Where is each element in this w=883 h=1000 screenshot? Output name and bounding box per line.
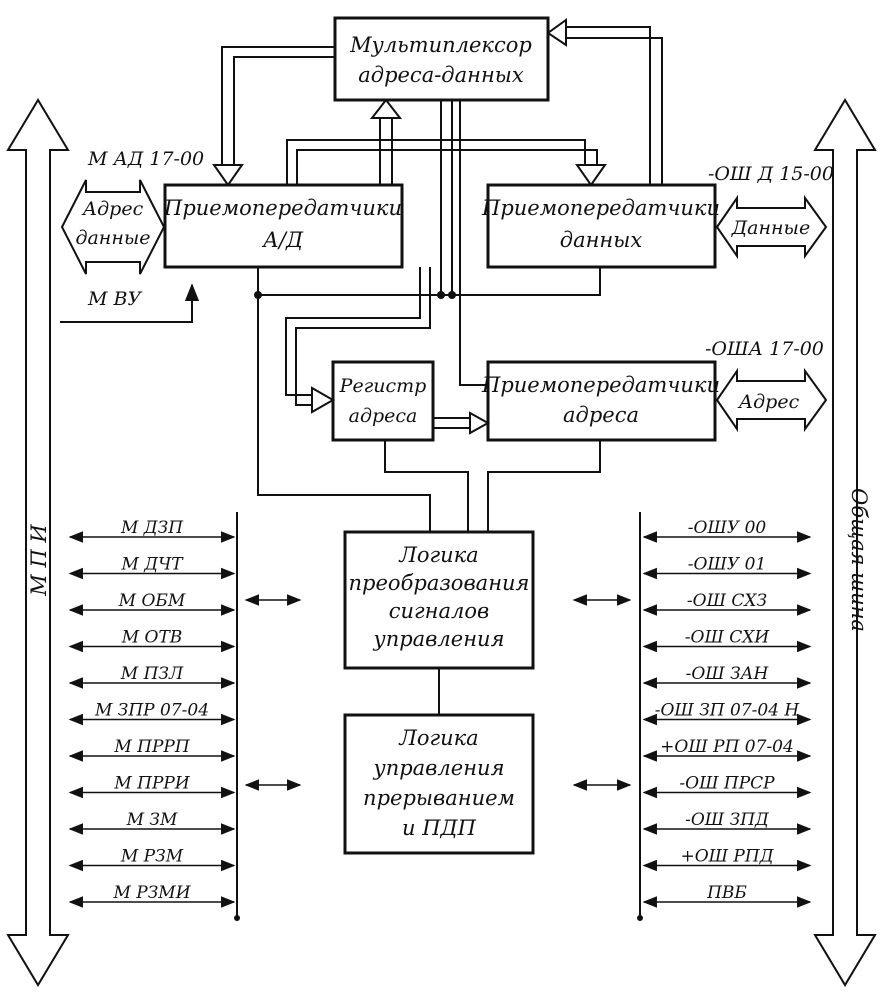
address-transceivers-label-2: адреса (563, 403, 639, 427)
common-bus-signal-label: +ОШ РПД (680, 847, 774, 867)
mpi-signal-label: М ЗМ (126, 810, 178, 830)
ad-to-register-path (285, 267, 431, 414)
vu-label: М ВУ (87, 288, 142, 310)
address-register-label-1: Регистр (339, 375, 427, 397)
mpi-signal-label: М ПРРП (113, 737, 191, 757)
signal-logic-label-3: сигналов (389, 599, 490, 623)
mux-label-1: Мультиплексор (349, 33, 532, 57)
common-bus-signal-label: -ОШ СХИ (685, 628, 771, 648)
ad-transceivers-label-2: А/Д (261, 228, 304, 252)
mpi-signal-label: М ПЗЛ (120, 664, 184, 684)
common-bus-signal-label: -ОШУ 00 (688, 518, 767, 538)
left-signal-list: М ДЗП М ДЧТ М ОБМ М ОТВ М ПЗЛ М ЗПР 07-04 М ПР… (68, 518, 236, 908)
mux-vertical-bus (440, 100, 488, 386)
right-signal-list: -ОШУ 00 -ОШУ 01 -ОШ СХЗ -ОШ СХИ -ОШ ЗАН -ОШ З… (642, 518, 812, 908)
mux-to-data-path (286, 139, 607, 187)
common-bus-arrow: Общая шина (813, 98, 877, 987)
mpi-signal-label: М ПРРИ (113, 774, 191, 794)
interrupt-logic-label-2: управления (373, 756, 505, 780)
interrupt-logic-label-1: Логика (398, 726, 478, 750)
control-wires (257, 295, 601, 715)
vu-line: М ВУ (60, 283, 200, 323)
common-bus-signal-label: -ОШ ЗАН (686, 664, 770, 684)
left-ad-label: М АД 17-00 (87, 148, 204, 170)
control-signal-conversion-logic: Логика преобразования сигналов управлени… (343, 530, 535, 670)
mpi-signal-label: М ДЧТ (120, 555, 184, 575)
right-data-arrow: -ОШ Д 15-00 Данные (708, 163, 834, 260)
transceivers-bus-line (254, 267, 601, 299)
data-transceivers-block: Приемопередатчики данных (481, 183, 720, 269)
common-bus-signal-label: -ОШ ПРСР (679, 774, 775, 794)
register-to-address-path (433, 411, 491, 435)
address-transceivers-label-1: Приемопередатчики (481, 373, 720, 397)
address-register-label-2: адреса (349, 405, 418, 427)
interrupt-dma-control-logic: Логика управления прерыванием и ПДП (343, 713, 535, 855)
left-ad-arrow-label-2: данные (75, 227, 150, 249)
common-bus-signal-label: +ОШ РП 07-04 (660, 737, 794, 757)
data-transceivers-label-2: данных (560, 228, 643, 252)
common-bus-signal-label: -ОШ СХЗ (687, 591, 767, 611)
left-ad-arrow-label-1: Адрес (81, 198, 144, 220)
mpi-signal-label: М ДЗП (120, 518, 184, 538)
mpi-signal-label: М ЗПР 07-04 (94, 701, 209, 721)
mpi-signal-label: М РЗМИ (112, 883, 191, 903)
data-to-mux-path (546, 18, 663, 185)
mux-label-2: адреса-данных (358, 63, 524, 87)
ad-transceivers-block: Приемопередатчики А/Д (163, 183, 404, 269)
mpi-bus-label: М П И (27, 524, 51, 597)
interrupt-logic-label-3: прерыванием (363, 786, 515, 810)
common-bus-label: Общая шина (847, 488, 871, 632)
data-transceivers-label-1: Приемопередатчики (481, 196, 720, 220)
right-data-arrow-label: Данные (731, 217, 811, 239)
ad-to-mux-path (369, 98, 403, 185)
right-address-label: -ОША 17-00 (705, 338, 824, 360)
mux-to-ad-path (212, 46, 335, 187)
left-ad-arrow: М АД 17-00 Адрес данные (60, 148, 204, 275)
group-connectors (244, 594, 632, 791)
address-register-block: Регистр адреса (331, 360, 435, 442)
mpi-signal-label: М РЗМ (120, 847, 184, 867)
mpi-signal-label: М ОТВ (121, 628, 183, 648)
signal-logic-label-1: Логика (398, 543, 478, 567)
right-data-label: -ОШ Д 15-00 (708, 163, 834, 185)
common-bus-signal-label: ПВБ (706, 883, 747, 903)
right-address-arrow-label: Адрес (737, 391, 800, 413)
common-bus-signal-label: -ОШ ЗПД (685, 810, 770, 830)
signal-logic-label-2: преобразования (349, 571, 530, 595)
mpi-signal-label: М ОБМ (118, 591, 186, 611)
right-address-arrow: -ОША 17-00 Адрес (705, 338, 828, 433)
mpi-bus-arrow: М П И (6, 98, 70, 987)
address-transceivers-block: Приемопередатчики адреса (481, 360, 720, 442)
signal-logic-label-4: управления (373, 627, 505, 651)
interrupt-logic-label-4: и ПДП (402, 816, 477, 840)
address-data-multiplexer: Мультиплексор адреса-данных (333, 16, 550, 102)
common-bus-signal-label: -ОШ ЗП 07-04 Н (655, 701, 801, 721)
common-bus-signal-label: -ОШУ 01 (688, 555, 766, 575)
ad-transceivers-label-1: Приемопередатчики (163, 196, 402, 220)
